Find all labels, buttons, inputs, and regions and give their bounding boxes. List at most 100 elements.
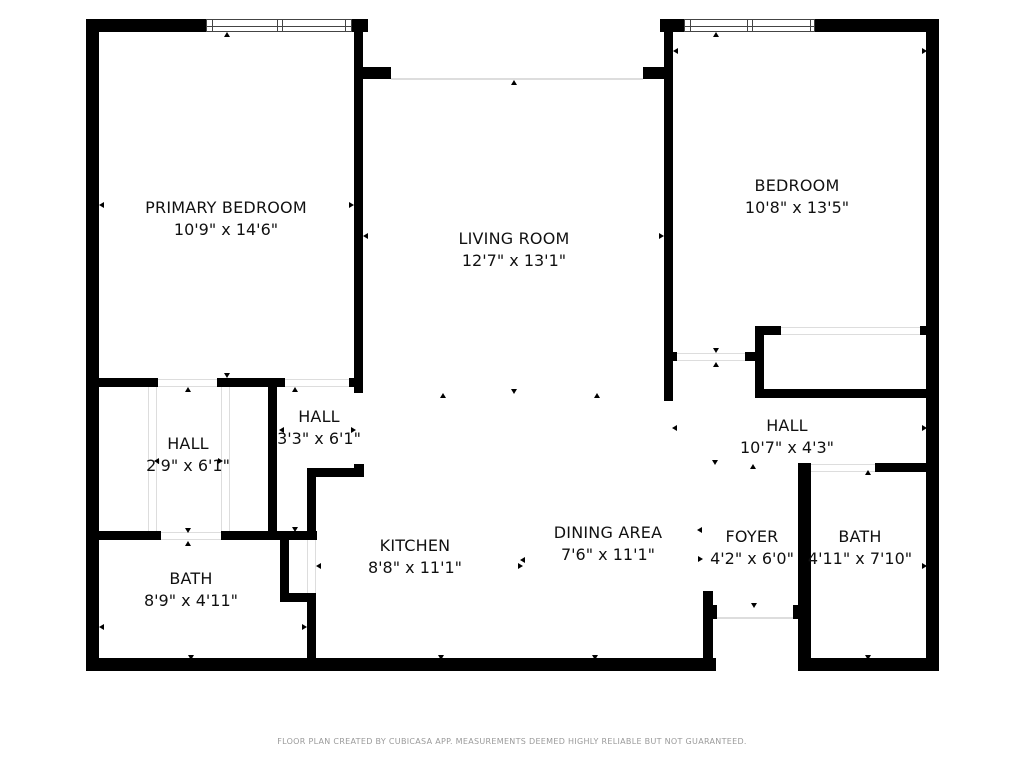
measure-tick-icon (713, 348, 719, 353)
measure-tick-icon (713, 32, 719, 37)
wall (926, 19, 939, 671)
measure-tick-icon (750, 464, 756, 469)
room-hall-left: HALL 2'9" x 6'1" (146, 433, 230, 477)
room-name: DINING AREA (553, 523, 663, 542)
measure-tick-icon (713, 362, 719, 367)
measure-tick-icon (99, 202, 104, 208)
wall (354, 464, 364, 477)
room-dining-area: DINING AREA 7'6" x 11'1" (554, 522, 663, 566)
measure-tick-icon (292, 527, 298, 532)
measure-tick-icon (292, 387, 298, 392)
wall (643, 67, 668, 79)
measure-tick-icon (798, 527, 803, 533)
measure-tick-icon (188, 655, 194, 660)
wall (217, 378, 285, 387)
wall (307, 468, 357, 477)
room-dimensions: 3'3" x 6'1" (277, 429, 361, 448)
opening (677, 353, 745, 361)
measure-tick-icon (224, 32, 230, 37)
wall (363, 67, 391, 79)
room-living-room: LIVING ROOM 12'7" x 13'1" (458, 228, 569, 272)
room-dimensions: 10'7" x 4'3" (739, 438, 835, 457)
room-dimensions: 10'9" x 14'6" (173, 220, 279, 239)
wall (307, 468, 316, 540)
wall (354, 19, 363, 393)
room-dimensions: 2'9" x 6'1" (146, 456, 230, 475)
room-dimensions: 10'8" x 13'5" (744, 198, 850, 217)
room-dimensions: 8'8" x 11'1" (367, 558, 463, 577)
wall (703, 591, 713, 671)
measure-tick-icon (185, 387, 191, 392)
measure-tick-icon (592, 655, 598, 660)
room-kitchen: KITCHEN 8'8" x 11'1" (368, 535, 462, 579)
opening (158, 379, 217, 387)
wall (920, 326, 928, 335)
measure-tick-icon (751, 603, 757, 608)
measure-tick-icon (511, 80, 517, 85)
wall (798, 463, 811, 671)
measure-tick-icon (865, 655, 871, 660)
measure-tick-icon (185, 528, 191, 533)
measure-tick-icon (349, 202, 354, 208)
wall (709, 605, 717, 619)
measure-tick-icon (659, 233, 664, 239)
room-name: HALL (167, 434, 209, 453)
wall (86, 19, 206, 32)
measure-tick-icon (697, 527, 702, 533)
wall (307, 593, 316, 671)
room-name: BEDROOM (754, 176, 840, 195)
opening (781, 327, 920, 335)
wall (745, 352, 757, 361)
disclaimer-text: FLOOR PLAN CREATED BY CUBICASA APP. MEAS… (277, 737, 747, 746)
opening (717, 617, 793, 619)
wall (755, 326, 764, 398)
room-dimensions: 4'11" x 7'10" (807, 549, 913, 568)
wall (664, 19, 673, 401)
wall (755, 389, 928, 398)
room-name: FOYER (725, 527, 779, 546)
wall (793, 605, 803, 619)
room-bath-right: BATH 4'11" x 7'10" (808, 526, 912, 570)
measure-tick-icon (922, 48, 927, 54)
wall (798, 658, 939, 671)
opening (285, 379, 349, 387)
opening (307, 540, 316, 593)
room-name: KITCHEN (379, 536, 451, 555)
room-name: LIVING ROOM (458, 229, 570, 248)
measure-tick-icon (302, 624, 307, 630)
wall (875, 463, 928, 472)
room-dimensions: 7'6" x 11'1" (560, 545, 656, 564)
wall (86, 378, 158, 387)
measure-tick-icon (511, 389, 517, 394)
wall (673, 352, 677, 361)
wall (280, 593, 316, 602)
measure-tick-icon (99, 624, 104, 630)
room-name: BATH (169, 569, 213, 588)
measure-tick-icon (218, 458, 223, 464)
room-bath-left: BATH 8'9" x 4'11" (144, 568, 238, 612)
measure-tick-icon (351, 427, 356, 433)
room-hall-center: HALL 3'3" x 6'1" (277, 406, 361, 450)
opening (391, 78, 643, 80)
measure-tick-icon (712, 460, 718, 465)
room-name: HALL (298, 407, 340, 426)
room-name: PRIMARY BEDROOM (145, 198, 307, 217)
measure-tick-icon (154, 458, 159, 464)
room-bedroom: BEDROOM 10'8" x 13'5" (745, 175, 849, 219)
measure-tick-icon (672, 425, 677, 431)
measure-tick-icon (185, 541, 191, 546)
measure-tick-icon (865, 470, 871, 475)
measure-tick-icon (518, 563, 523, 569)
measure-tick-icon (922, 425, 927, 431)
room-name: BATH (838, 527, 882, 546)
measure-tick-icon (279, 427, 284, 433)
measure-tick-icon (698, 556, 703, 562)
room-hall-right: HALL 10'7" x 4'3" (740, 415, 834, 459)
measure-tick-icon (363, 233, 368, 239)
wall (755, 326, 781, 335)
room-foyer: FOYER 4'2" x 6'0" (710, 526, 794, 570)
room-dimensions: 4'2" x 6'0" (710, 549, 794, 568)
opening (161, 532, 221, 540)
measure-tick-icon (673, 48, 678, 54)
window (206, 19, 352, 32)
